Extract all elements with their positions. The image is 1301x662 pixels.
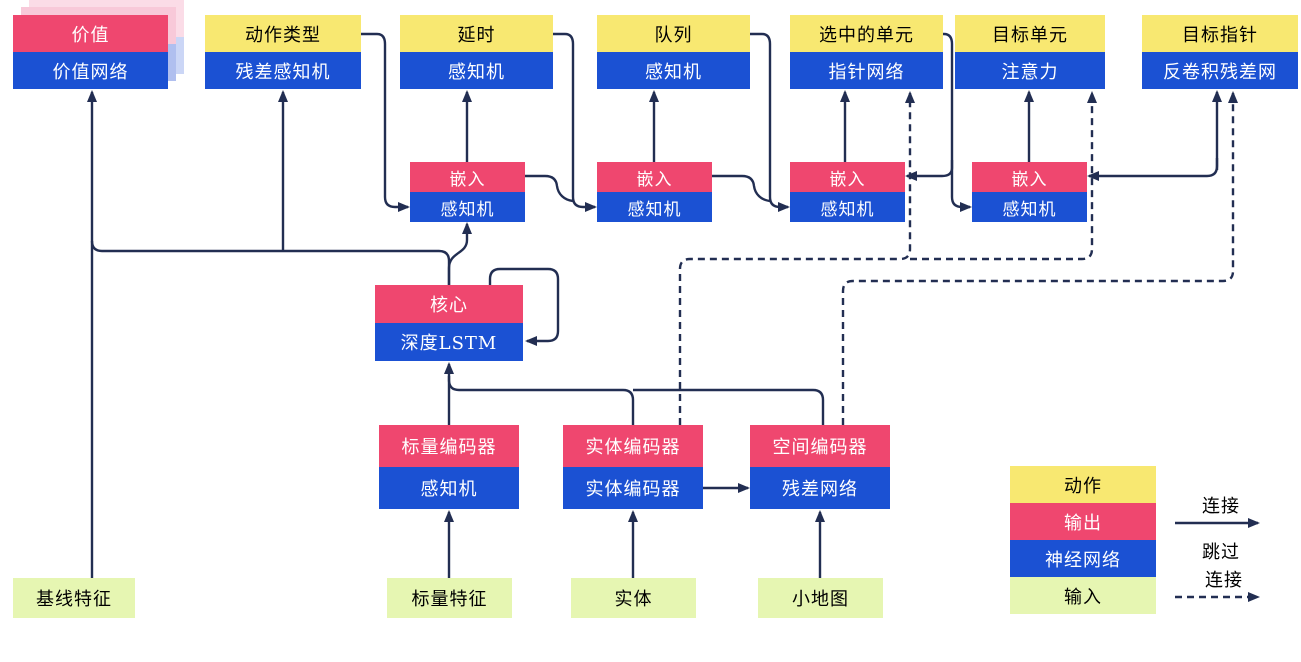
skip-spatial-encoder-to-target-point xyxy=(841,91,1238,425)
node-target-point: 目标指针反卷积残差网 xyxy=(1142,15,1298,89)
edge-embed-1-chain xyxy=(525,174,574,203)
edge-delay-to-embed-2 xyxy=(553,32,597,212)
edge-entity-encoder-to-core xyxy=(447,376,635,425)
node-entity-encoder: 实体编码器实体编码器 xyxy=(563,425,703,509)
node-minimap: 小地图 xyxy=(758,578,883,618)
node-value: 价值价值网络 xyxy=(13,15,168,89)
node-embed-2-header: 嵌入 xyxy=(597,162,712,192)
node-embed-4-header: 嵌入 xyxy=(972,162,1087,192)
node-spatial-encoder-header: 空间编码器 xyxy=(750,425,890,467)
node-embed-1-header: 嵌入 xyxy=(410,162,525,192)
node-selected-units-body: 指针网络 xyxy=(790,52,943,89)
node-entities: 实体 xyxy=(571,578,696,618)
node-embed-4-body: 感知机 xyxy=(972,192,1087,222)
node-queue: 队列感知机 xyxy=(597,15,750,89)
edge-target-point-elbow-to-embed-4 xyxy=(1087,158,1219,181)
edge-core-output-left-branch xyxy=(90,240,451,285)
skip-entity-encoder-to-pointer-network xyxy=(678,91,915,425)
node-scalar-encoder-body: 感知机 xyxy=(379,467,519,509)
node-core: 核心深度LSTM xyxy=(375,285,523,361)
node-core-body: 深度LSTM xyxy=(375,323,523,361)
node-entity-encoder-header: 实体编码器 xyxy=(563,425,703,467)
node-scalar-encoder: 标量编码器感知机 xyxy=(379,425,519,509)
node-embed-2-body: 感知机 xyxy=(597,192,712,222)
node-target-point-header: 目标指针 xyxy=(1142,15,1298,52)
node-baseline-features: 基线特征 xyxy=(13,578,135,618)
node-core-header: 核心 xyxy=(375,285,523,323)
node-scalar-features: 标量特征 xyxy=(387,578,512,618)
node-entity-encoder-body: 实体编码器 xyxy=(563,467,703,509)
legend-skip-label-2: 连接 xyxy=(1205,570,1243,591)
node-value-body: 价值网络 xyxy=(13,52,168,89)
node-delay: 延时感知机 xyxy=(400,15,553,89)
node-selected-units: 选中的单元指针网络 xyxy=(790,15,943,89)
edge-spatial-encoder-to-core xyxy=(633,388,825,425)
node-spatial-encoder: 空间编码器残差网络 xyxy=(750,425,890,509)
legend-item-output: 输出 xyxy=(1010,503,1156,540)
node-embed-2: 嵌入感知机 xyxy=(597,162,712,222)
node-embed-3: 嵌入感知机 xyxy=(790,162,905,222)
edge-queue-to-embed-3 xyxy=(750,32,790,212)
node-embed-1: 嵌入感知机 xyxy=(410,162,525,222)
legend-item-network: 神经网络 xyxy=(1010,540,1156,577)
node-queue-header: 队列 xyxy=(597,15,750,52)
legend-skip-label-1: 跳过 xyxy=(1202,542,1240,563)
node-selected-units-header: 选中的单元 xyxy=(790,15,943,52)
legend-connection-label: 连接 xyxy=(1202,496,1240,517)
node-target-unit: 目标单元注意力 xyxy=(955,15,1105,89)
node-action-type: 动作类型残差感知机 xyxy=(205,15,361,89)
edge-selected-units-to-embed-4 xyxy=(950,160,972,212)
node-value-header: 价值 xyxy=(13,15,168,52)
node-embed-3-body: 感知机 xyxy=(790,192,905,222)
legend-item-input: 输入 xyxy=(1010,577,1156,614)
node-spatial-encoder-body: 残差网络 xyxy=(750,467,890,509)
node-target-unit-body: 注意力 xyxy=(955,52,1105,89)
node-delay-header: 延时 xyxy=(400,15,553,52)
node-scalar-encoder-header: 标量编码器 xyxy=(379,425,519,467)
node-embed-4: 嵌入感知机 xyxy=(972,162,1087,222)
edge-embed-2-chain xyxy=(712,174,771,203)
node-embed-3-header: 嵌入 xyxy=(790,162,905,192)
node-embed-1-body: 感知机 xyxy=(410,192,525,222)
node-action-type-body: 残差感知机 xyxy=(205,52,361,89)
node-queue-body: 感知机 xyxy=(597,52,750,89)
node-delay-body: 感知机 xyxy=(400,52,553,89)
node-target-unit-header: 目标单元 xyxy=(955,15,1105,52)
node-action-type-header: 动作类型 xyxy=(205,15,361,52)
edge-core-to-embed-1 xyxy=(447,222,472,285)
node-target-point-body: 反卷积残差网 xyxy=(1142,52,1298,89)
legend-item-action: 动作 xyxy=(1010,466,1156,503)
